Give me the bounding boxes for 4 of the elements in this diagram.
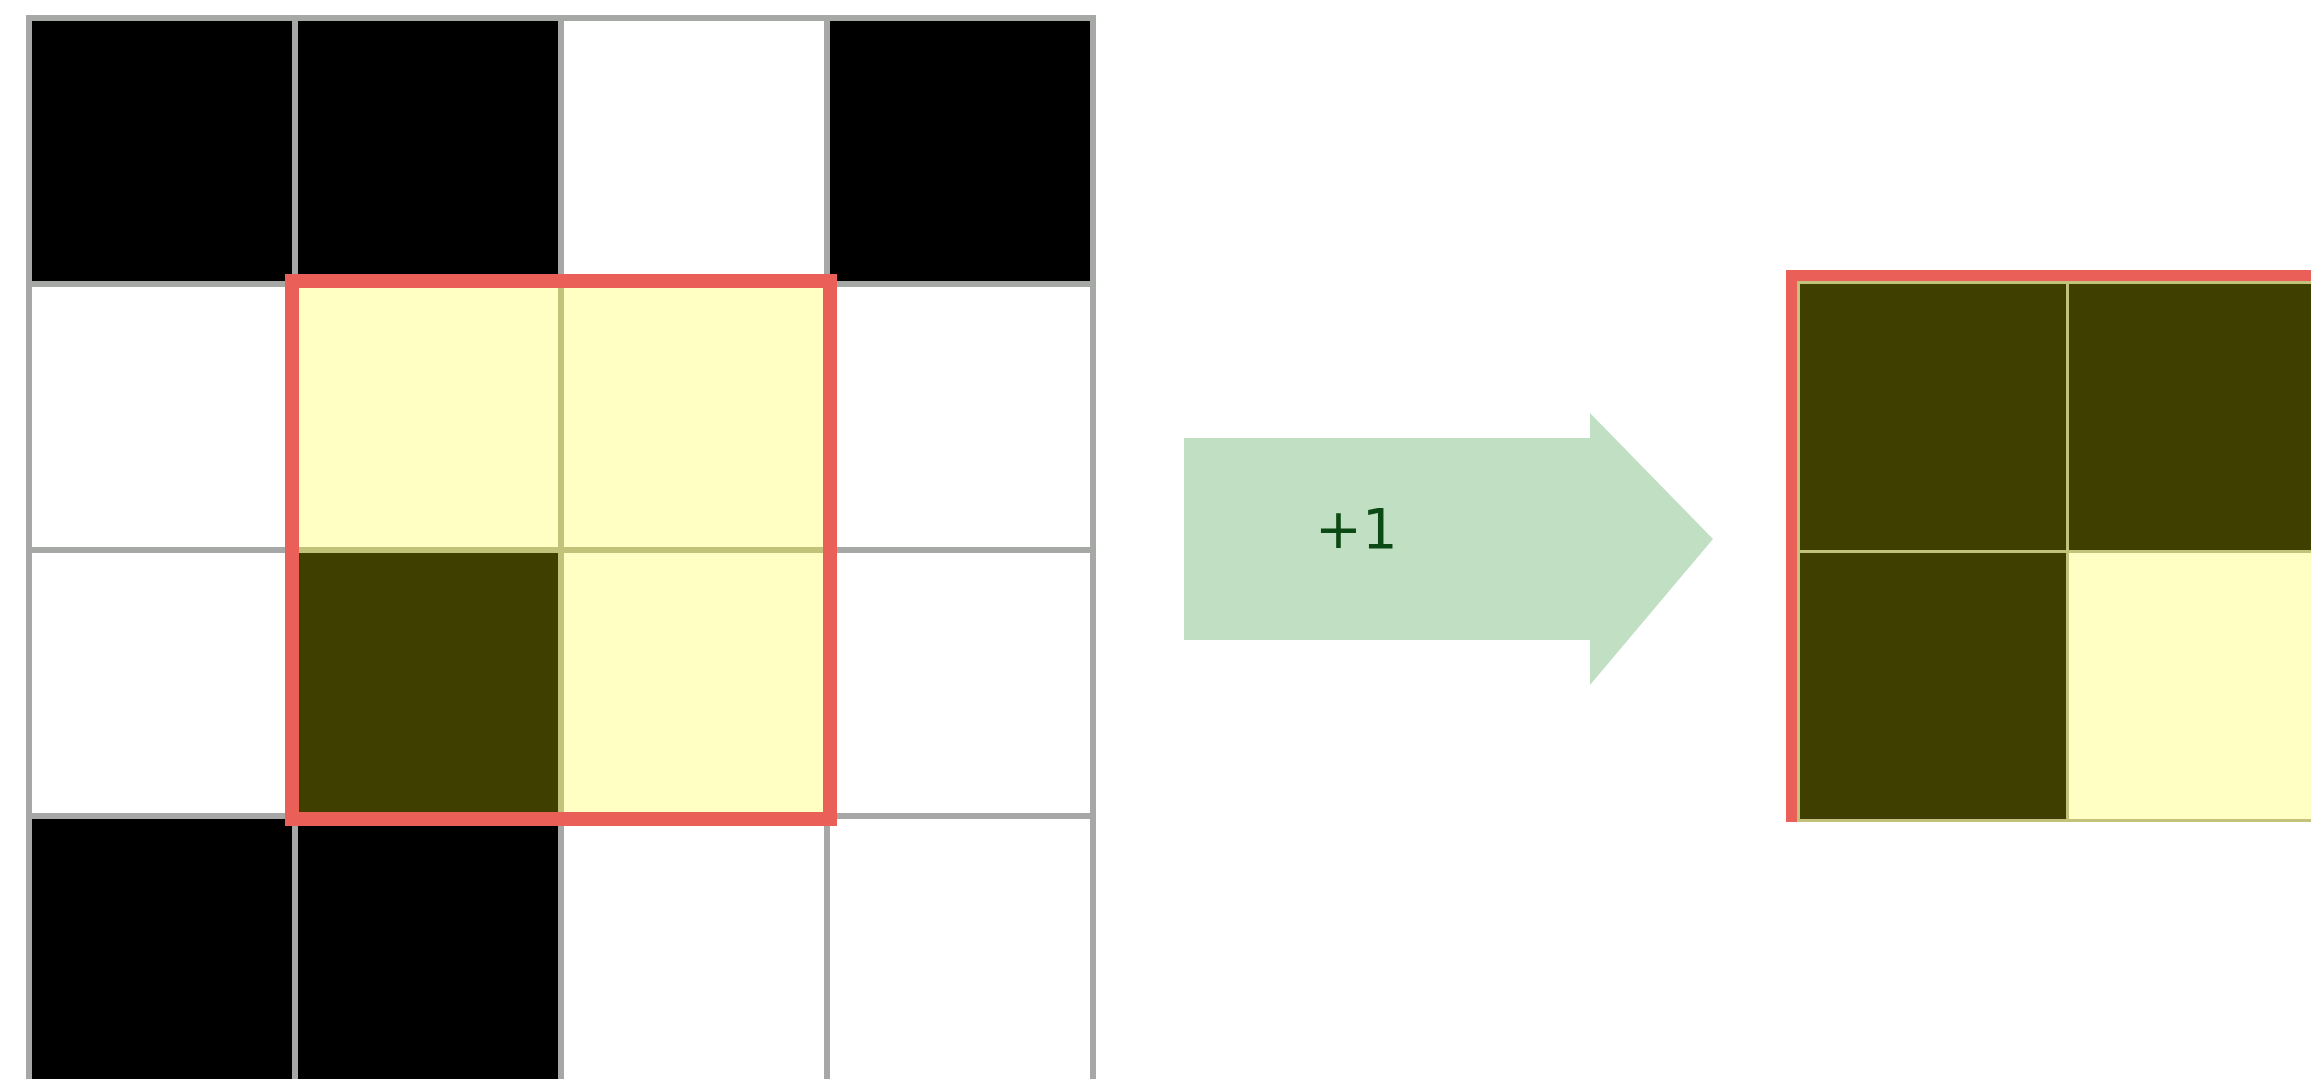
highlight-frame <box>285 274 837 826</box>
edge-label: +1 <box>1315 496 1398 561</box>
result-grid <box>1786 270 2311 822</box>
arrow <box>1184 413 1713 685</box>
